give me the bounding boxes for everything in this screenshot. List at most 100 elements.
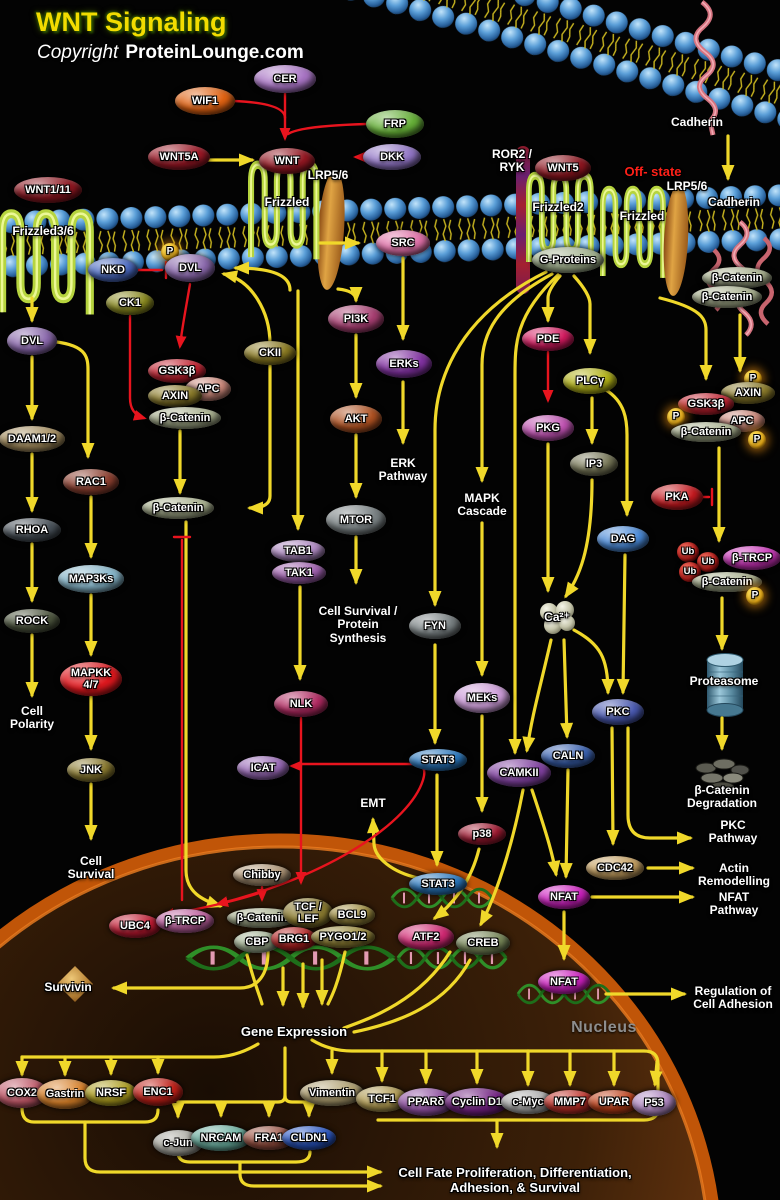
pkc: PKC bbox=[592, 699, 644, 725]
mmp7-text: MMP7 bbox=[554, 1095, 586, 1108]
fra1-text: FRA1 bbox=[254, 1131, 284, 1144]
cbp-text: CBP bbox=[245, 935, 269, 948]
wnt5: WNT5 bbox=[535, 155, 591, 181]
actin-remodelling-label-text: Actin Remodelling bbox=[697, 860, 770, 888]
bcat-complex-left-text: β-Catenin bbox=[159, 411, 211, 424]
daam12: DAAM1/2 bbox=[0, 426, 65, 452]
ca-ion-text: Ca²⁺ bbox=[544, 610, 570, 625]
nrsf-text: NRSF bbox=[96, 1086, 126, 1099]
creb: CREB bbox=[456, 931, 510, 955]
caln: CALN bbox=[541, 744, 595, 768]
lrp56-right-label: LRP5/6 bbox=[652, 179, 722, 195]
dag-text: DAG bbox=[610, 532, 636, 545]
p38-text: p38 bbox=[472, 827, 492, 840]
ub-1: Ub bbox=[677, 542, 699, 562]
pygo12: PYGO1/2 bbox=[311, 926, 375, 948]
ror2-ryk-label-text: ROR2 / RYK bbox=[491, 146, 532, 174]
bcat-right1-text: β-Catenin bbox=[711, 271, 763, 284]
mapk-cascade-text: MAPK Cascade bbox=[457, 490, 507, 518]
btrcp-right-text: β-TRCP bbox=[731, 551, 773, 564]
wif1: WIF1 bbox=[175, 87, 235, 115]
gproteins-text: G-Proteins bbox=[539, 253, 597, 266]
stat3-cyto: STAT3 bbox=[409, 749, 467, 771]
frizzled-off-label-text: Frizzled bbox=[619, 209, 665, 224]
cer: CER bbox=[254, 65, 316, 93]
bcl9-text: BCL9 bbox=[337, 908, 367, 921]
p-right-left-text: P bbox=[672, 411, 680, 423]
p53-text: P53 bbox=[644, 1096, 664, 1109]
p-right-bottom: P bbox=[748, 431, 766, 449]
rac1: RAC1 bbox=[63, 469, 119, 495]
nucleus-label-text: Nucleus bbox=[571, 1019, 637, 1037]
pde-text: PDE bbox=[536, 332, 560, 345]
icat: ICAT bbox=[237, 756, 289, 780]
ub-2-text: Ub bbox=[701, 555, 715, 567]
bcat-right3: β-Catenin bbox=[671, 422, 741, 442]
wnt5a-text: WNT5A bbox=[159, 150, 199, 163]
pde: PDE bbox=[522, 327, 574, 351]
meks: MEKs bbox=[454, 683, 510, 713]
pygo12-text: PYGO1/2 bbox=[319, 930, 367, 943]
ip3: IP3 bbox=[570, 452, 618, 476]
ub-2: Ub bbox=[697, 552, 719, 572]
nfat-lower: NFAT bbox=[538, 970, 590, 994]
frizzled36-label: Frizzled3/6 bbox=[0, 224, 91, 240]
p-right-low-text: P bbox=[751, 590, 759, 602]
lrp56-center-label: LRP5/6 bbox=[293, 168, 363, 184]
camkii: CAMKII bbox=[487, 759, 551, 787]
src: SRC bbox=[376, 230, 430, 256]
ck1-text: CK1 bbox=[118, 296, 141, 309]
upar: UPAR bbox=[588, 1090, 640, 1114]
survivin-label: Survivin bbox=[28, 980, 108, 996]
wnt1-11: WNT1/11 bbox=[14, 177, 82, 203]
p-right-top-text: P bbox=[749, 373, 757, 385]
cdc42: CDC42 bbox=[586, 856, 644, 880]
lrp56-center-receptor bbox=[317, 170, 345, 290]
cadherin-top-label: Cadherin bbox=[656, 115, 738, 131]
creb-text: CREB bbox=[467, 936, 499, 949]
cell-survival-left-text: Cell Survival bbox=[67, 853, 115, 881]
ckii: CKII bbox=[244, 341, 296, 365]
survivin-shape bbox=[57, 966, 93, 1002]
frizzled-off-label: Frizzled bbox=[604, 209, 680, 225]
cadherin-right-label-text: Cadherin bbox=[707, 195, 760, 210]
reg-cell-adhesion-label-text: Regulation of Cell Adhesion bbox=[693, 983, 773, 1011]
bcat-right2-text: β-Catenin bbox=[701, 290, 753, 303]
atf2: ATF2 bbox=[398, 924, 454, 950]
ppar-delta-text: PPARδ bbox=[407, 1095, 445, 1108]
brg1-text: BRG1 bbox=[278, 932, 310, 945]
mmp7: MMP7 bbox=[544, 1090, 596, 1114]
bcat-nucleus: β-Catenin bbox=[227, 908, 297, 928]
pkg-text: PKG bbox=[536, 421, 560, 434]
mapkk47-text: MAPKK 4/7 bbox=[70, 666, 112, 691]
erks-text: ERKs bbox=[389, 357, 419, 370]
lrp56-right-label-text: LRP5/6 bbox=[666, 179, 708, 194]
p53: P53 bbox=[632, 1090, 676, 1116]
camkii-text: CAMKII bbox=[499, 766, 539, 779]
gastrin-text: Gastrin bbox=[45, 1087, 85, 1100]
apc-left-text: APC bbox=[196, 382, 220, 395]
pi3k: PI3K bbox=[328, 305, 384, 333]
ppar-delta: PPARδ bbox=[398, 1088, 454, 1116]
gsk3b-right: GSK3β bbox=[678, 393, 734, 415]
inhibition-arrows bbox=[128, 90, 714, 919]
emt: EMT bbox=[348, 796, 398, 812]
nucleus-label: Nucleus bbox=[549, 1017, 659, 1039]
btrcp-right: β-TRCP bbox=[723, 546, 780, 570]
frizzled2-label-text: Frizzled2 bbox=[532, 200, 584, 215]
bcl9: BCL9 bbox=[329, 904, 375, 926]
enc1-text: ENC1 bbox=[143, 1085, 173, 1098]
emt-text: EMT bbox=[360, 796, 386, 811]
pka-text: PKA bbox=[665, 490, 689, 503]
pkg: PKG bbox=[522, 415, 574, 441]
apc-right: APC bbox=[719, 410, 765, 432]
bcat-nucleus-text: β-Catenin bbox=[236, 911, 288, 924]
src-text: SRC bbox=[391, 236, 415, 249]
bcat-mid: β-Catenin bbox=[142, 497, 214, 519]
proteasome-label-text: Proteasome bbox=[689, 674, 759, 689]
cer-text: CER bbox=[273, 72, 297, 85]
dvl-center: DVL bbox=[165, 254, 215, 282]
copyright-word: Copyright bbox=[37, 42, 119, 63]
bcat-right2: β-Catenin bbox=[692, 286, 762, 308]
ca-ion: Ca²⁺ bbox=[535, 603, 579, 633]
